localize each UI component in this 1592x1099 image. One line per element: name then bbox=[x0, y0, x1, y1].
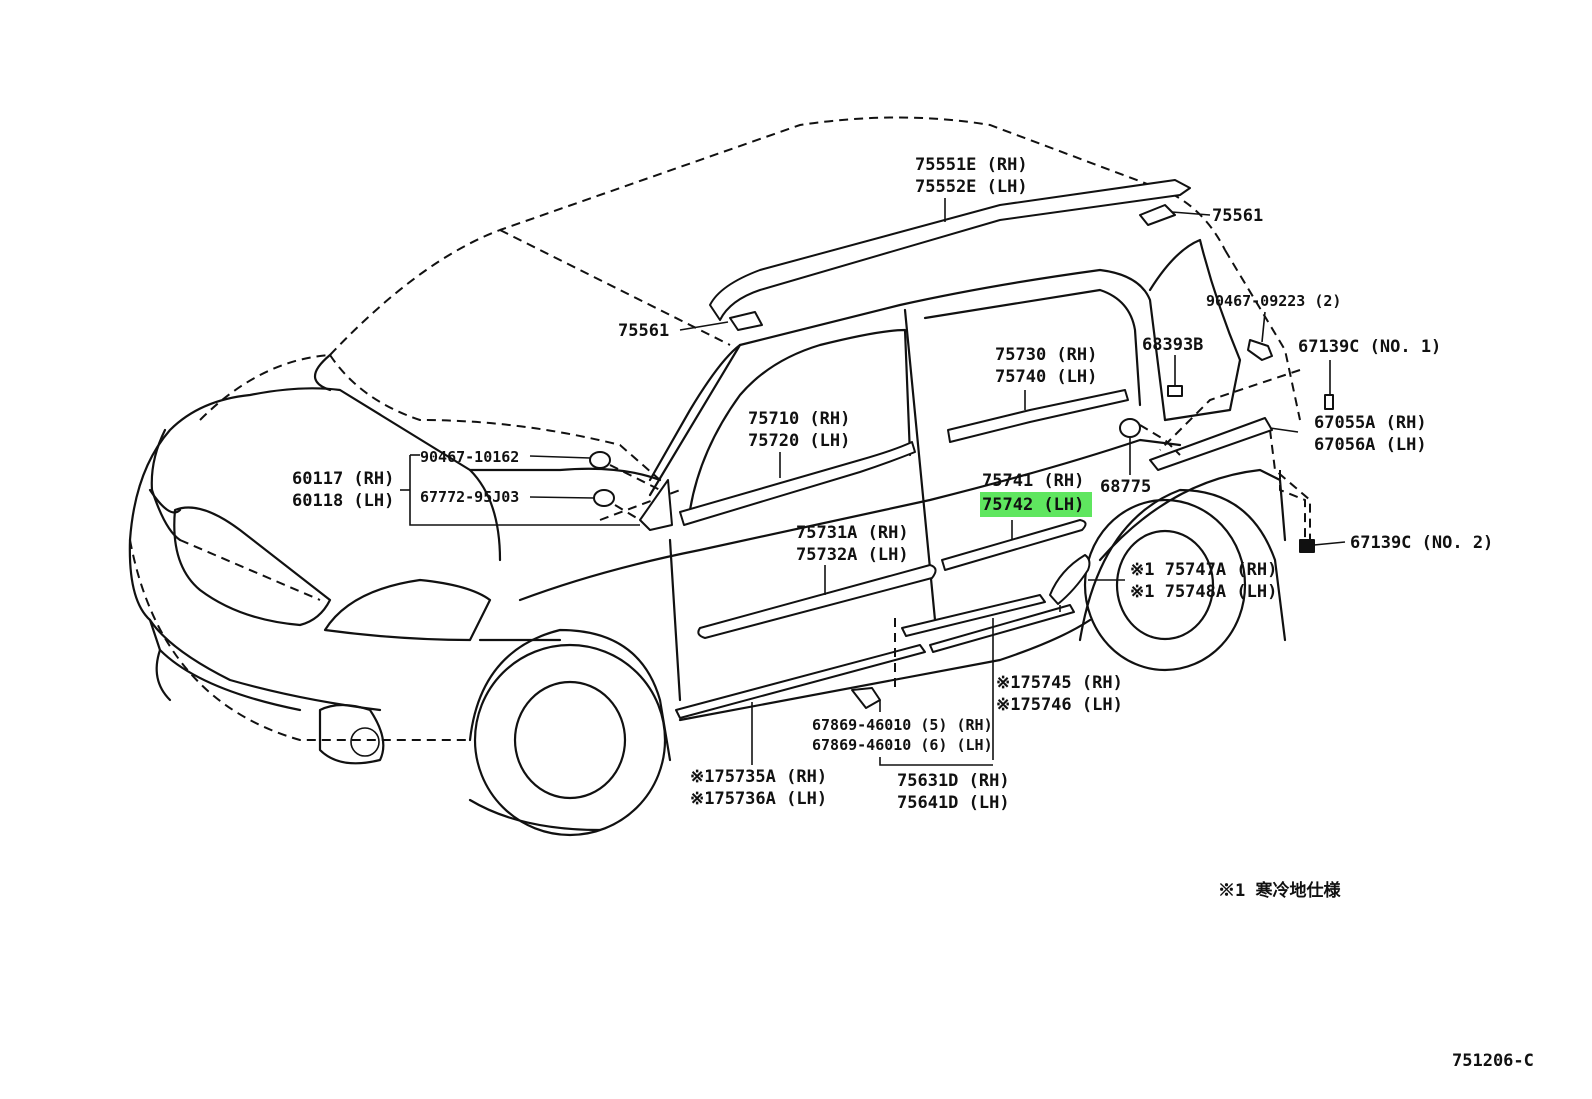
label-cowl-rh: 60117 (RH) bbox=[292, 469, 394, 489]
label-front-door-belt-lh: 75720 (LH) bbox=[748, 431, 850, 451]
label-rocker-moulding-rh: 75631D (RH) bbox=[897, 771, 1010, 791]
label-rear-rocker-rh: ※175745 (RH) bbox=[996, 673, 1123, 693]
label-clip-90467: 90467-10162 bbox=[420, 448, 519, 466]
highlight-75742 bbox=[980, 492, 1092, 517]
labels: 75551E (RH) 75552E (LH) 75561 75561 9046… bbox=[292, 155, 1534, 1071]
label-rear-door-side-lh: 75742 (LH) bbox=[982, 495, 1084, 515]
label-rear-rocker-lh: ※175746 (LH) bbox=[996, 695, 1123, 715]
label-clip-rh: 67869-46010 (5) (RH) bbox=[812, 716, 993, 734]
label-cover-no2: 67139C (NO. 2) bbox=[1350, 533, 1493, 553]
label-front-rocker-lh: ※175736A (LH) bbox=[690, 789, 827, 809]
label-bolt-rear: 90467-09223 (2) bbox=[1206, 292, 1341, 310]
label-front-door-side-lh: 75732A (LH) bbox=[796, 545, 909, 565]
label-rear-door-belt-rh: 75730 (RH) bbox=[995, 345, 1097, 365]
parts bbox=[589, 179, 1334, 719]
label-front-door-side-rh: 75731A (RH) bbox=[796, 523, 909, 543]
label-clip-front-roof: 75561 bbox=[618, 321, 669, 341]
label-rocker-moulding-lh: 75641D (LH) bbox=[897, 793, 1010, 813]
label-roof-rail-rh: 75551E (RH) bbox=[915, 155, 1028, 175]
label-cowl-lh: 60118 (LH) bbox=[292, 491, 394, 511]
footnote: ※1 寒冷地仕様 bbox=[1218, 880, 1341, 901]
label-roof-rail-lh: 75552E (LH) bbox=[915, 177, 1028, 197]
label-clip-68775: 68775 bbox=[1100, 477, 1151, 497]
label-clip-67772: 67772-95J03 bbox=[420, 488, 519, 506]
label-front-rocker-rh: ※175735A (RH) bbox=[690, 767, 827, 787]
label-front-door-belt-rh: 75710 (RH) bbox=[748, 409, 850, 429]
label-clip-lh: 67869-46010 (6) (LH) bbox=[812, 736, 993, 754]
label-cover-no1: 67139C (NO. 1) bbox=[1298, 337, 1441, 357]
label-rear-door-belt-lh: 75740 (LH) bbox=[995, 367, 1097, 387]
label-rear-door-side-rh: 75741 (RH) bbox=[982, 471, 1084, 491]
label-rear-moulding-rh: 67055A (RH) bbox=[1314, 413, 1427, 433]
label-clip-rear-roof: 75561 bbox=[1212, 206, 1263, 226]
label-quarter-rh: ※1 75747A (RH) bbox=[1130, 560, 1277, 580]
label-68393b: 68393B bbox=[1142, 335, 1203, 355]
diagram-id: 751206-C bbox=[1452, 1051, 1534, 1071]
label-quarter-lh: ※1 75748A (LH) bbox=[1130, 582, 1277, 602]
leader-lines bbox=[400, 198, 1346, 766]
label-rear-moulding-lh: 67056A (LH) bbox=[1314, 435, 1427, 455]
